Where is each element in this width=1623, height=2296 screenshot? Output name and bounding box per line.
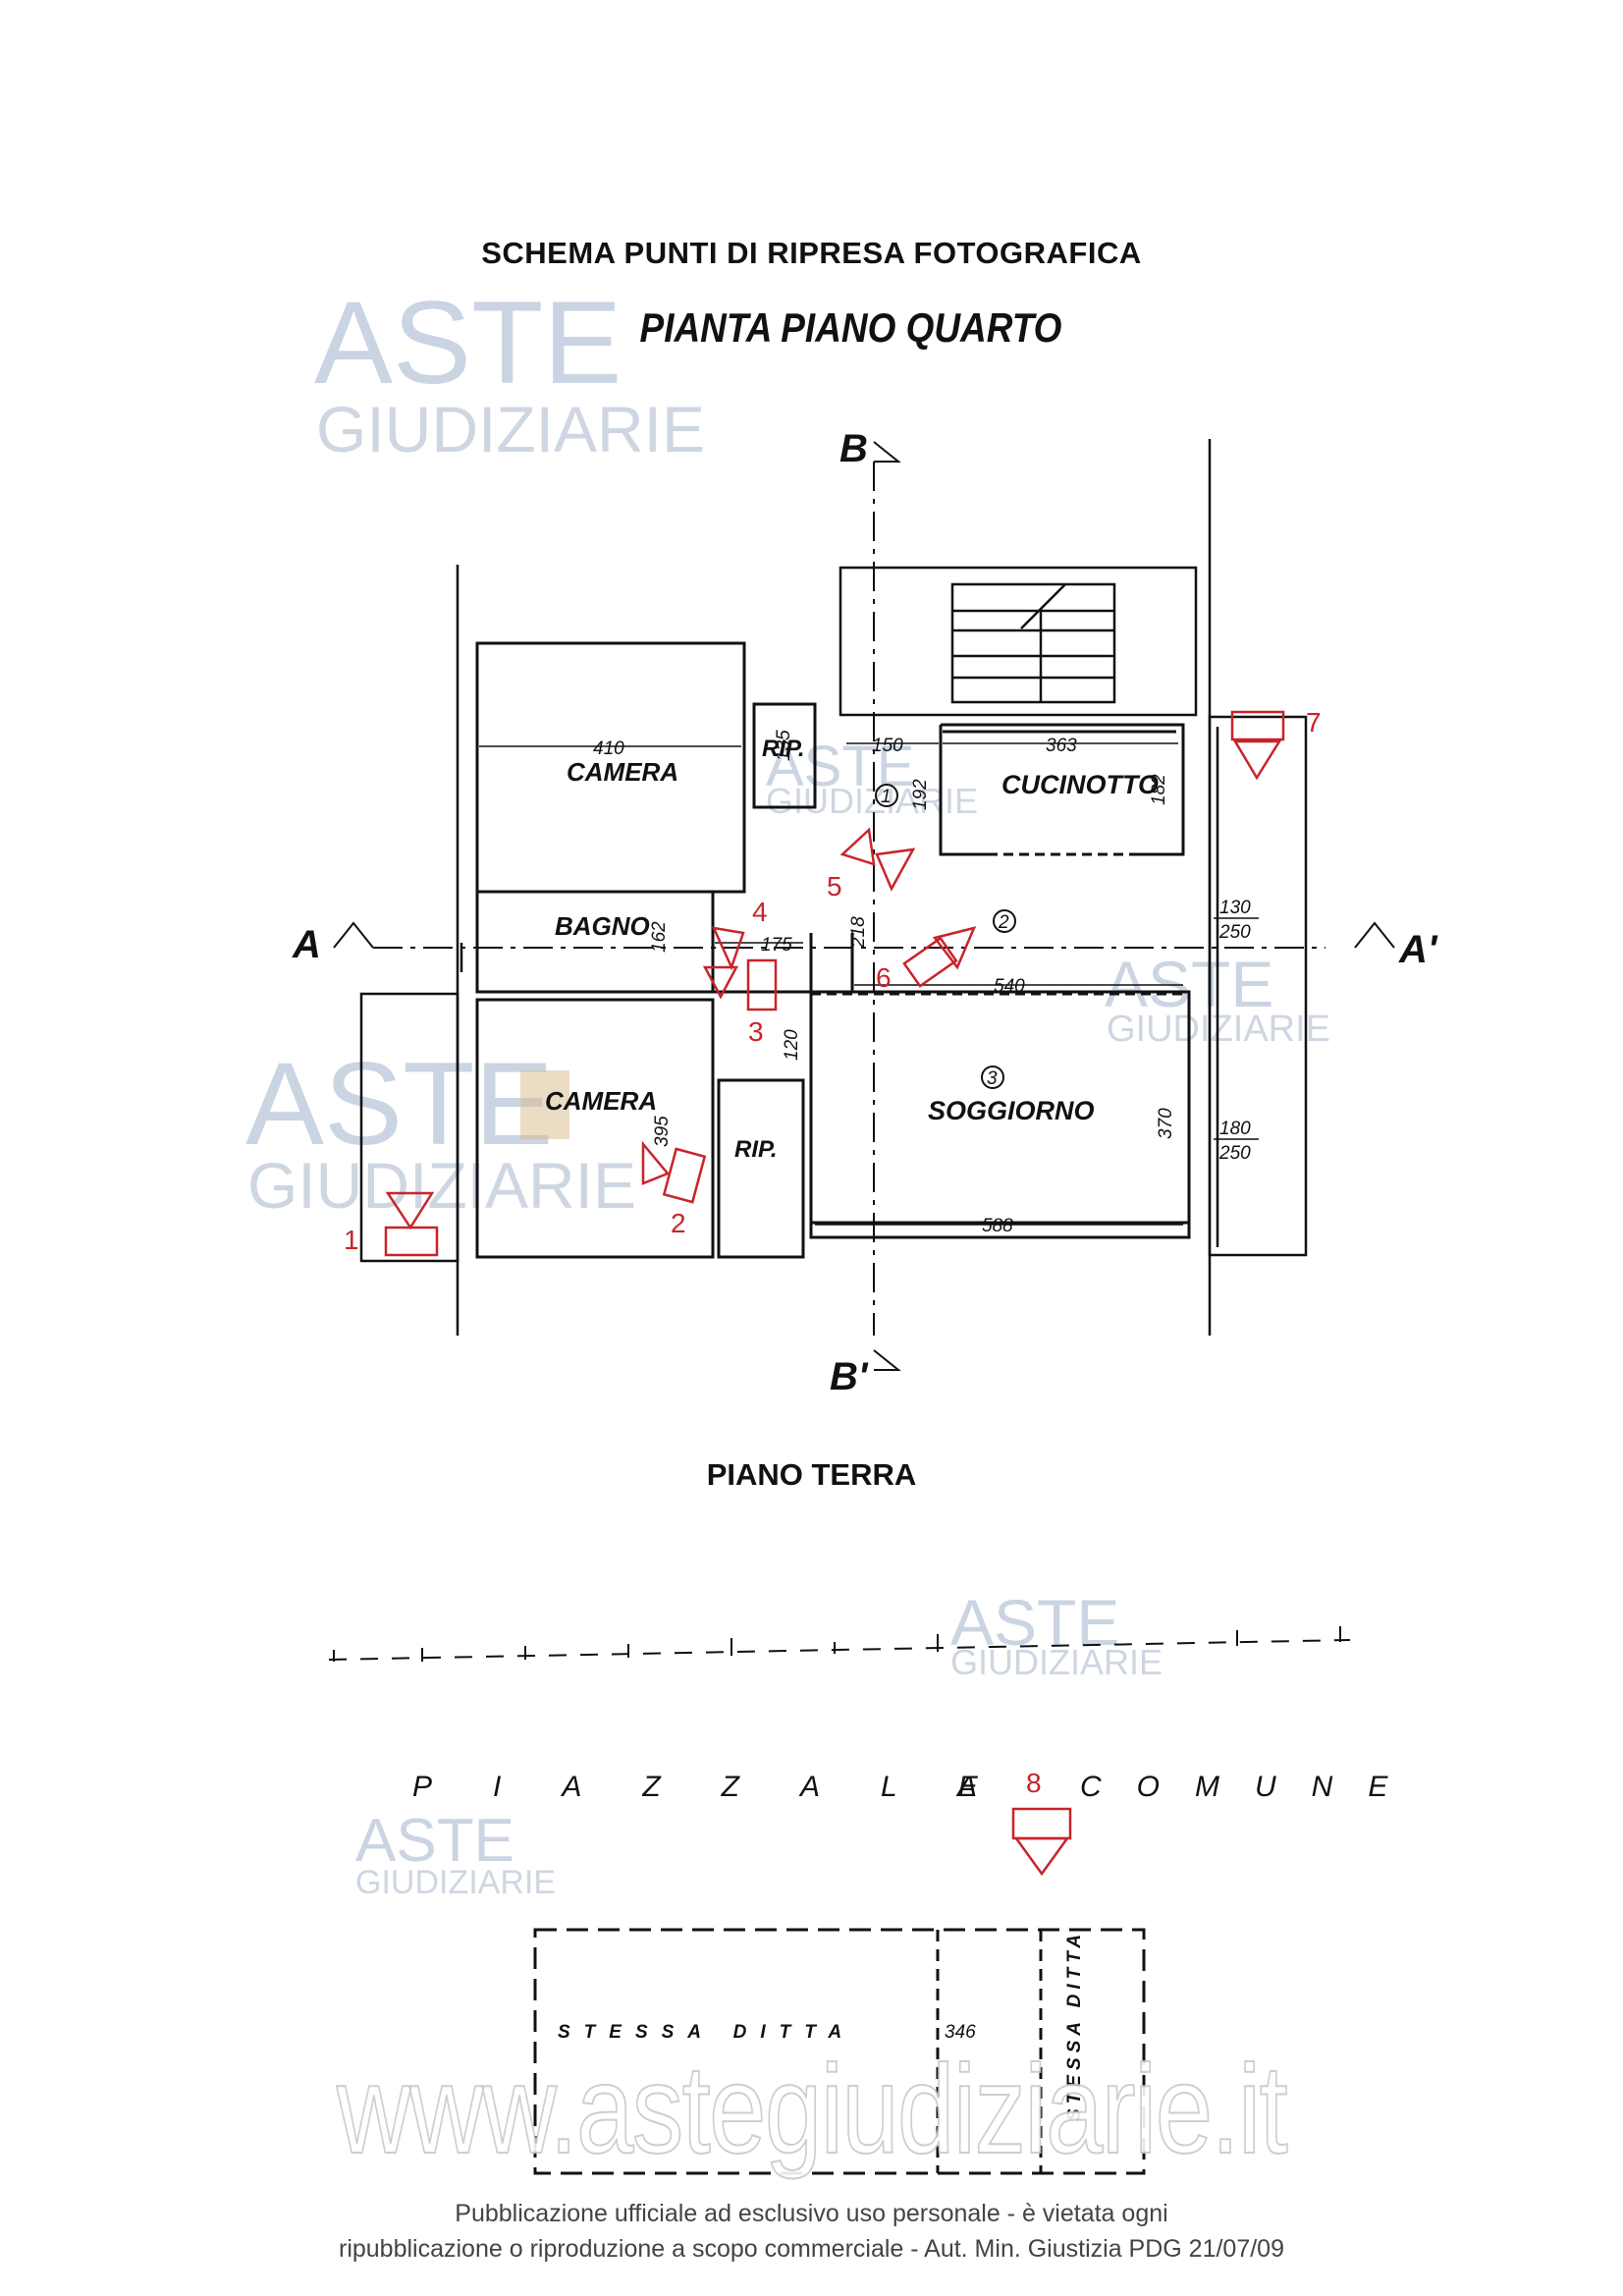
dim-218: 218	[848, 916, 869, 949]
svg-text:GIUDIZIARIE: GIUDIZIARIE	[247, 1149, 636, 1222]
building-outline	[359, 439, 1308, 1336]
room-label-cucinotto: CUCINOTTO	[1001, 770, 1159, 799]
section-b-prime-label: B'	[830, 1355, 869, 1398]
stairwell	[839, 566, 1198, 717]
room-label-soggiorno: SOGGIORNO	[928, 1096, 1095, 1125]
photo-point-7: 7	[1306, 707, 1322, 738]
footer-line-1: Pubblicazione ufficiale ad esclusivo uso…	[455, 2200, 1168, 2227]
dim-370: 370	[1156, 1108, 1176, 1139]
camera-icon-3	[746, 958, 778, 1011]
ground-floor-title: PIANO TERRA	[706, 1457, 917, 1492]
room-rip-bottom	[717, 1078, 805, 1259]
room-camera-bottom	[475, 998, 715, 1259]
room-rip-top	[752, 702, 817, 809]
section-lines	[333, 441, 1395, 1371]
svg-text:ASTE: ASTE	[355, 1807, 514, 1875]
camera-icon-2	[641, 1140, 707, 1204]
dimension-lines	[479, 742, 1183, 1226]
photo-point-3: 3	[748, 1016, 764, 1047]
photo-points	[384, 710, 1285, 1877]
dim-150: 150	[872, 736, 903, 756]
dim-588: 588	[982, 1216, 1013, 1236]
camera-icon-7	[1230, 710, 1285, 781]
room-marker-3: 3	[987, 1068, 998, 1089]
room-markers: 1 2 3	[875, 784, 1016, 1089]
photo-point-5: 5	[827, 871, 842, 902]
photo-point-2: 2	[671, 1208, 686, 1238]
ground-stessa-ditta: STESSA DITTA	[558, 2022, 855, 2043]
section-a-prime-label: A'	[1398, 928, 1438, 971]
dim-410: 410	[593, 738, 624, 759]
svg-text:ASTE: ASTE	[245, 1038, 553, 1170]
svg-text:GIUDIZIARIE: GIUDIZIARIE	[950, 1642, 1163, 1682]
ground-number: 346	[945, 2022, 976, 2043]
section-a-label: A	[292, 923, 321, 966]
dim-135: 135	[774, 730, 794, 761]
camera-icon-8	[1011, 1807, 1072, 1877]
gavel-icon	[520, 1070, 569, 1139]
dim-180: 180	[1219, 1119, 1251, 1139]
watermark-top-left: ASTE GIUDIZIARIE	[314, 277, 705, 465]
watermark-mid-left: ASTE GIUDIZIARIE	[245, 1038, 636, 1222]
floor-plan-title: PIANTA PIANO QUARTO	[639, 304, 1062, 351]
watermark-site: www.astegiudiziarie.it	[336, 2039, 1289, 2181]
dim-182: 182	[1149, 774, 1169, 805]
ground-comune: COMUNE	[1080, 1771, 1424, 1803]
document-title: SCHEMA PUNTI DI RIPRESA FOTOGRAFICA	[481, 236, 1142, 270]
footer-line-2: ripubblicazione o riproduzione a scopo c…	[339, 2235, 1284, 2263]
camera-icon-4	[702, 926, 745, 1000]
ground-stessa-ditta-vertical: STESSA DITTA	[1064, 1930, 1085, 2121]
dim-250b: 250	[1218, 1143, 1251, 1164]
dim-192: 192	[910, 779, 931, 810]
watermark-ground-left: ASTE GIUDIZIARIE	[355, 1807, 556, 1901]
dim-363: 363	[1046, 736, 1077, 756]
dim-395: 395	[652, 1116, 673, 1147]
section-b-label: B	[839, 427, 868, 470]
room-soggiorno	[809, 990, 1191, 1239]
watermark-center: ASTE GIUDIZIARIE	[766, 735, 978, 821]
photo-point-1: 1	[344, 1225, 359, 1255]
photo-point-numbers: 1 2 3 4 5 6 7 8	[344, 707, 1322, 1798]
room-marker-1: 1	[881, 787, 892, 807]
room-label-bagno: BAGNO	[555, 911, 650, 941]
room-walls	[475, 641, 1191, 1259]
dim-175: 175	[761, 935, 792, 956]
watermark-ground-right: ASTE GIUDIZIARIE	[950, 1586, 1163, 1682]
photo-point-6: 6	[876, 962, 892, 993]
photo-point-8: 8	[1026, 1768, 1042, 1798]
camera-icon-5	[839, 827, 916, 892]
room-label-camera-bottom: CAMERA	[545, 1086, 657, 1116]
dim-162: 162	[649, 921, 670, 953]
dim-130: 130	[1219, 898, 1251, 918]
camera-icon-6	[902, 926, 977, 988]
dim-120: 120	[782, 1029, 802, 1061]
svg-text:ASTE: ASTE	[766, 735, 915, 798]
photo-point-4: 4	[752, 897, 768, 927]
room-marker-2: 2	[998, 912, 1009, 933]
svg-text:GIUDIZIARIE: GIUDIZIARIE	[316, 393, 705, 465]
ground-building-block	[533, 1928, 1146, 2175]
room-label-rip-bottom: RIP.	[734, 1136, 778, 1163]
ground-a: A	[957, 1771, 1039, 1803]
ground-boundary	[328, 1626, 1351, 1662]
svg-text:GIUDIZIARIE: GIUDIZIARIE	[355, 1864, 556, 1901]
camera-icon-1	[384, 1191, 439, 1257]
ground-piazzale: PIAZZALE	[412, 1771, 1039, 1803]
svg-text:ASTE: ASTE	[314, 277, 622, 409]
dimension-labels: 410 135 150 192 363 182 130 250 162 175 …	[593, 730, 1259, 1236]
room-bagno	[475, 890, 715, 994]
room-label-camera-top: CAMERA	[567, 757, 678, 787]
room-label-rip-top: RIP.	[762, 736, 805, 762]
svg-text:GIUDIZIARIE: GIUDIZIARIE	[766, 781, 978, 821]
dim-540: 540	[994, 976, 1025, 997]
dim-250a: 250	[1218, 922, 1251, 943]
